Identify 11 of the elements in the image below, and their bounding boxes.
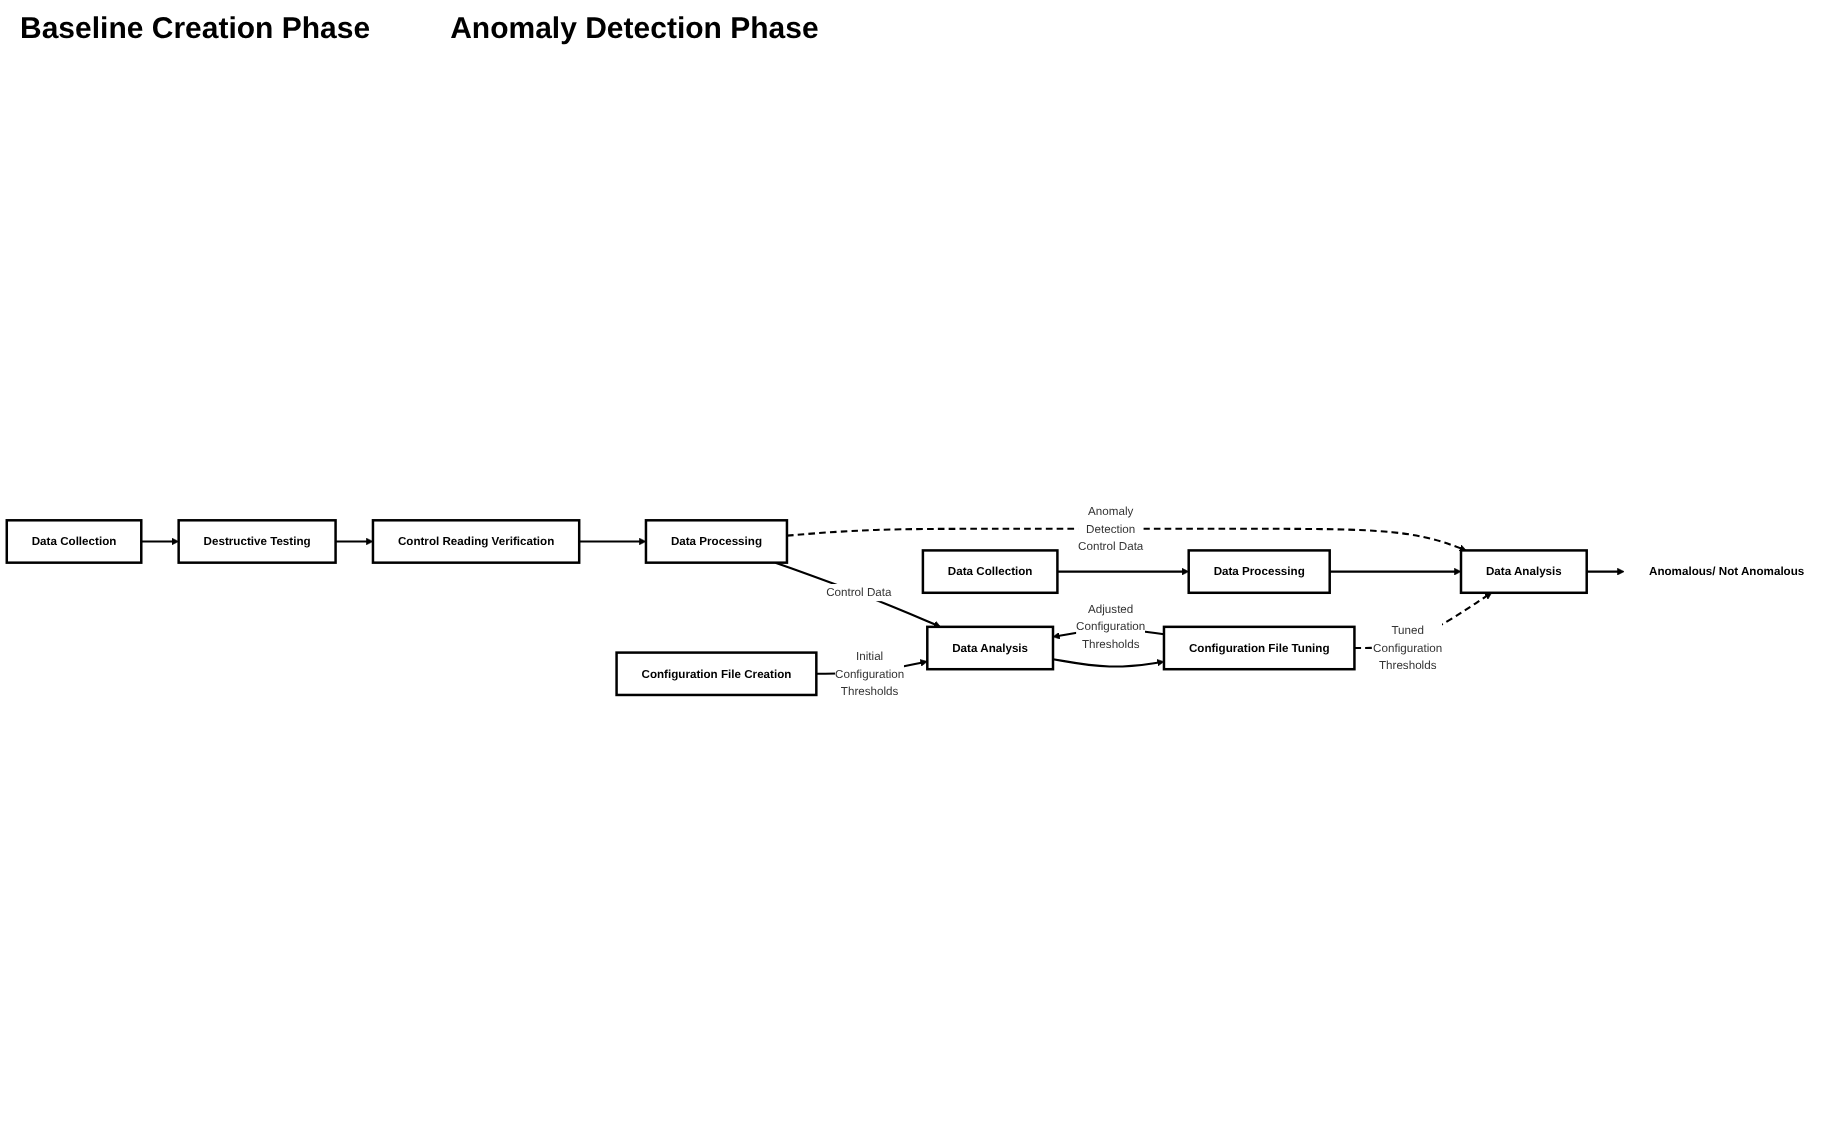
arrow <box>141 537 179 545</box>
arrow <box>786 527 1467 552</box>
arrow <box>1586 567 1625 575</box>
phase-heading: Baseline Creation Phase <box>20 12 371 46</box>
arrow <box>579 537 647 545</box>
arrow <box>775 561 941 628</box>
arrow <box>1329 567 1462 575</box>
arrow <box>1057 567 1190 575</box>
arrow <box>1052 657 1165 668</box>
phase-heading: Anomaly Detection Phase <box>450 12 819 46</box>
arrow <box>335 537 374 545</box>
